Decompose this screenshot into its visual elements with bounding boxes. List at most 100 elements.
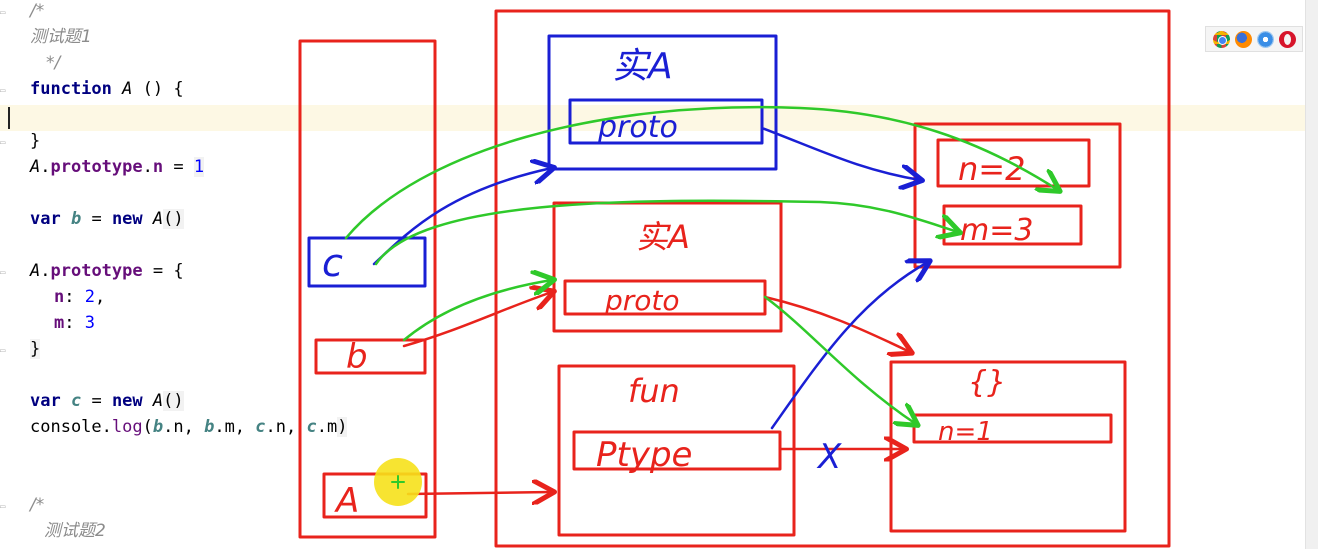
dot: .	[40, 157, 51, 177]
instance-c-box	[547, 34, 778, 171]
assign-op: =	[81, 391, 112, 411]
instance-c-proto-slot	[568, 98, 764, 145]
instance-c-title: 实A	[612, 46, 673, 87]
paren-open: (	[142, 417, 153, 437]
green-link-c-to-n	[344, 105, 1058, 240]
variable-c: c	[70, 391, 82, 411]
comma: ,	[94, 287, 106, 307]
stack-var-a	[322, 472, 428, 519]
function-ptype-slot	[572, 430, 782, 471]
number-literal: 3	[84, 313, 95, 333]
code-line-obj-n: n: 2,	[54, 284, 105, 310]
old-prototype-n-label: n=1	[938, 417, 993, 447]
arg-m: .m	[316, 417, 338, 437]
code-line-var-c: var c = new A()	[30, 388, 184, 414]
code-line-comment2-open: /*	[30, 495, 45, 515]
code-line-prototype-reassign: A.prototype = {	[30, 258, 184, 284]
function-signature: () {	[132, 79, 184, 99]
keyword-var: var	[30, 391, 61, 411]
call-parens: ()	[163, 391, 184, 411]
constructor-call: A	[152, 391, 164, 411]
browser-preview-bar	[1205, 26, 1303, 52]
arrow-c-to-instance	[372, 168, 552, 266]
fold-marker[interactable]: ▭	[0, 346, 6, 356]
property-prototype: prototype	[50, 157, 143, 177]
instance-b-title: 实A	[636, 218, 690, 256]
text-caret	[8, 107, 10, 129]
keyword-function: function	[30, 79, 112, 99]
instance-b-box	[552, 201, 783, 333]
code-line-function-decl: function A () {	[30, 76, 184, 102]
constructor-call: A	[152, 209, 164, 229]
arrow-ptype-to-new	[770, 262, 928, 430]
dot: .	[40, 261, 51, 281]
code-line-var-b: var b = new A()	[30, 206, 184, 232]
green-link-proto-to-n1	[763, 295, 916, 424]
fold-marker[interactable]: ▭	[0, 86, 6, 96]
chrome-icon[interactable]	[1212, 30, 1230, 48]
keyword-new: new	[111, 209, 143, 229]
arg-b: b	[204, 417, 215, 437]
arg-c: c	[255, 417, 266, 437]
function-object-box	[557, 364, 796, 537]
pointer-crosshair-icon	[391, 475, 405, 489]
function-object-title: fun	[628, 372, 680, 410]
stack-var-b	[314, 338, 427, 375]
current-line-highlight	[0, 105, 1305, 131]
fold-marker[interactable]: ▭	[0, 8, 6, 18]
number-literal: 1	[193, 157, 205, 177]
old-prototype-n-slot	[912, 413, 1113, 444]
safari-icon[interactable]	[1256, 30, 1274, 48]
assign-op: =	[81, 209, 112, 229]
fold-marker[interactable]: ▭	[0, 138, 6, 148]
stack-box	[298, 39, 437, 539]
code-line-prototype-assign: A.prototype.n = 1	[30, 154, 205, 180]
arrow-b-to-instance	[402, 292, 552, 348]
function-name: A	[122, 79, 133, 99]
new-prototype-n-label: n=2	[958, 150, 1025, 188]
green-link-b-to-proto	[402, 280, 552, 342]
key-n: n	[54, 287, 65, 307]
dot: .	[142, 157, 153, 177]
old-prototype-box	[889, 360, 1127, 533]
instance-c-proto-label: proto	[597, 110, 678, 145]
log-method: log	[111, 417, 143, 437]
instance-b-proto-label: proto	[604, 284, 680, 317]
code-line-console-log: console.log(b.n, b.m, c.n, c.m)	[30, 414, 348, 440]
stack-var-a-label: A	[334, 481, 359, 521]
object-close: }	[30, 339, 41, 359]
fold-marker[interactable]: ▭	[0, 502, 6, 512]
object-open: = {	[142, 261, 184, 281]
object-ref: A	[30, 261, 41, 281]
arrow-a-to-function	[406, 492, 552, 494]
new-prototype-n-slot	[936, 138, 1091, 188]
green-link-c-to-m	[374, 199, 958, 266]
code-line-comment-close: */	[46, 53, 61, 73]
firefox-icon[interactable]	[1234, 30, 1252, 48]
dot: .	[101, 417, 112, 437]
call-parens: ()	[163, 209, 184, 229]
property-prototype: prototype	[50, 261, 143, 281]
arg-n: .n,	[265, 417, 307, 437]
opera-icon[interactable]	[1278, 30, 1296, 48]
arg-n: .n,	[163, 417, 205, 437]
key-sep: :	[64, 287, 85, 307]
code-line-obj-close: }	[30, 336, 41, 362]
code-line-comment2-title: 测试题2	[44, 521, 106, 541]
keyword-var: var	[30, 209, 61, 229]
new-prototype-m-label: m=3	[960, 213, 1033, 248]
arrow-b-proto-to-old	[763, 295, 910, 352]
arg-m: .m,	[214, 417, 256, 437]
assign-op: =	[163, 157, 194, 177]
stack-var-c	[307, 236, 427, 288]
arg-c: c	[306, 417, 317, 437]
paren-close: )	[337, 417, 348, 437]
vertical-scrollbar[interactable]	[1305, 0, 1318, 549]
fold-marker[interactable]: ▭	[0, 268, 6, 278]
cut-mark: X	[816, 437, 842, 477]
function-ptype-label: Ptype	[596, 435, 692, 475]
key-sep: :	[64, 313, 85, 333]
object-ref: A	[30, 157, 41, 177]
